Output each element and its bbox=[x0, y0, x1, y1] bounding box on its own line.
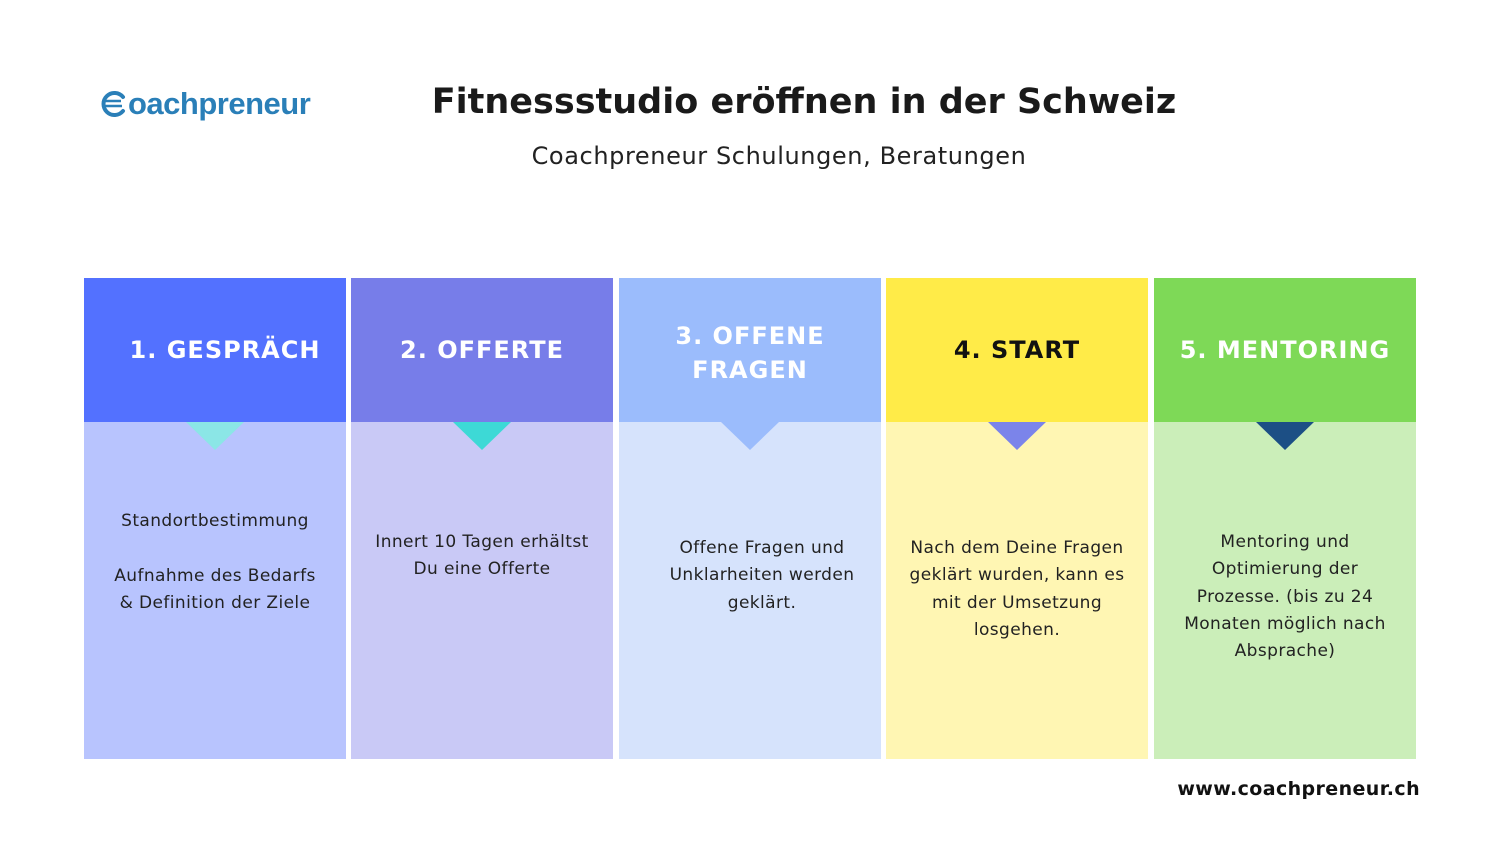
step-4-arrow-icon bbox=[988, 422, 1046, 450]
step-1-body bbox=[84, 422, 346, 759]
step-3-header: 3. OFFENE FRAGEN bbox=[619, 278, 881, 422]
step-3-heading: 3. OFFENE FRAGEN bbox=[675, 322, 825, 384]
page-title: Fitnessstudio eröffnen in der Schweiz bbox=[431, 82, 1177, 122]
step-2-arrow-icon bbox=[453, 422, 511, 450]
step-4-heading: 4. START bbox=[953, 336, 1081, 364]
step-2-text: Innert 10 Tagen erhältst Du eine Offerte bbox=[375, 532, 589, 580]
step-4-body bbox=[886, 422, 1148, 759]
step-5-body bbox=[1154, 422, 1416, 759]
step-1-heading: 1. GESPRÄCH bbox=[129, 336, 321, 364]
step-2-heading: 2. OFFERTE bbox=[400, 336, 564, 364]
step-5-text: Mentoring und Optimierung der Prozesse. … bbox=[1184, 532, 1386, 662]
step-5-heading: 5. MENTORING bbox=[1179, 336, 1391, 364]
step-4-header: 4. START bbox=[886, 278, 1148, 422]
step-3: 3. OFFENE FRAGEN Offene Fragen und Unkla… bbox=[619, 278, 881, 759]
step-3-body bbox=[619, 422, 881, 759]
step-1-text: Standortbestimmung Aufnahme des Bedarfs … bbox=[114, 511, 316, 613]
c-globe-icon bbox=[101, 91, 125, 117]
step-4-text: Nach dem Deine Fragen geklärt wurden, ka… bbox=[909, 538, 1125, 640]
page-subtitle: Coachpreneur Schulungen, Beratungen bbox=[531, 142, 1027, 170]
logo: oachpreneur bbox=[101, 86, 311, 122]
step-3-text: Offene Fragen und Unklarheiten werden ge… bbox=[669, 538, 855, 613]
step-5-arrow-icon bbox=[1256, 422, 1314, 450]
step-2-header: 2. OFFERTE bbox=[351, 278, 613, 422]
step-5-header: 5. MENTORING bbox=[1154, 278, 1416, 422]
logo-text: oachpreneur bbox=[128, 86, 311, 121]
step-1: 1. GESPRÄCH Standortbestimmung Aufnahme … bbox=[84, 278, 346, 759]
step-4: 4. START Nach dem Deine Fragen geklärt w… bbox=[886, 278, 1148, 759]
step-2: 2. OFFERTE Innert 10 Tagen erhältst Du e… bbox=[351, 278, 613, 759]
step-2-body bbox=[351, 422, 613, 759]
step-3-arrow-icon bbox=[721, 422, 779, 450]
step-1-header: 1. GESPRÄCH bbox=[84, 278, 346, 422]
step-1-arrow-icon bbox=[186, 422, 244, 450]
website-url[interactable]: www.coachpreneur.ch bbox=[1177, 778, 1420, 800]
step-5: 5. MENTORING Mentoring und Optimierung d… bbox=[1154, 278, 1416, 759]
